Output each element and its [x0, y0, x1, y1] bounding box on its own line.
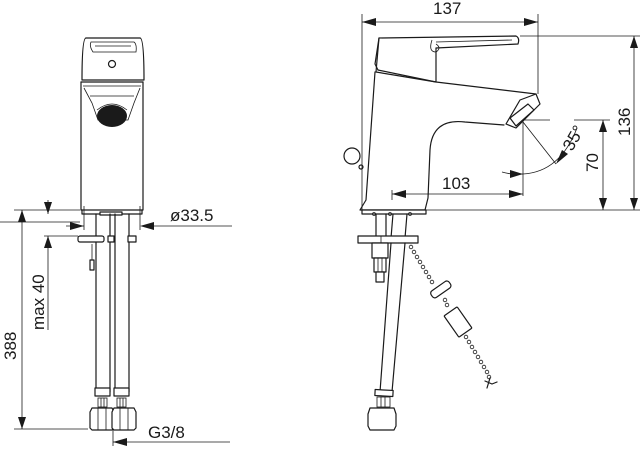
front-view [77, 37, 145, 431]
dim-hose-length: 388 [1, 332, 20, 360]
front-mount-plate [77, 235, 105, 243]
side-mount-plate [357, 235, 419, 244]
front-lever [81, 37, 145, 81]
dim-spout-reach: 103 [442, 174, 470, 193]
side-body [359, 71, 505, 211]
side-plug-disc [430, 280, 452, 299]
dim-spout-height: 70 [583, 153, 602, 172]
side-lever [375, 35, 520, 83]
side-chain [408, 244, 498, 389]
front-aerator [97, 105, 127, 127]
front-nut-left [89, 407, 115, 431]
front-nut-right [111, 407, 137, 431]
side-nut [367, 407, 397, 431]
dim-spout-angle: 35° [559, 122, 588, 154]
front-body [80, 81, 144, 211]
side-pop-up-ring [343, 147, 361, 165]
dim-connection: G3/8 [148, 423, 185, 442]
front-dimensions: ø33.5 max 40 388 G3/8 [0, 200, 232, 446]
side-plug-weight [443, 306, 473, 338]
dim-overall-length: 137 [433, 0, 461, 18]
dim-overall-height: 136 [615, 108, 634, 136]
dim-max-thickness: max 40 [29, 274, 48, 330]
side-view [343, 35, 541, 431]
front-hole-icon [107, 59, 117, 69]
dim-diameter: ø33.5 [170, 206, 213, 225]
side-dimensions: 137 136 70 103 35° [361, 0, 640, 211]
